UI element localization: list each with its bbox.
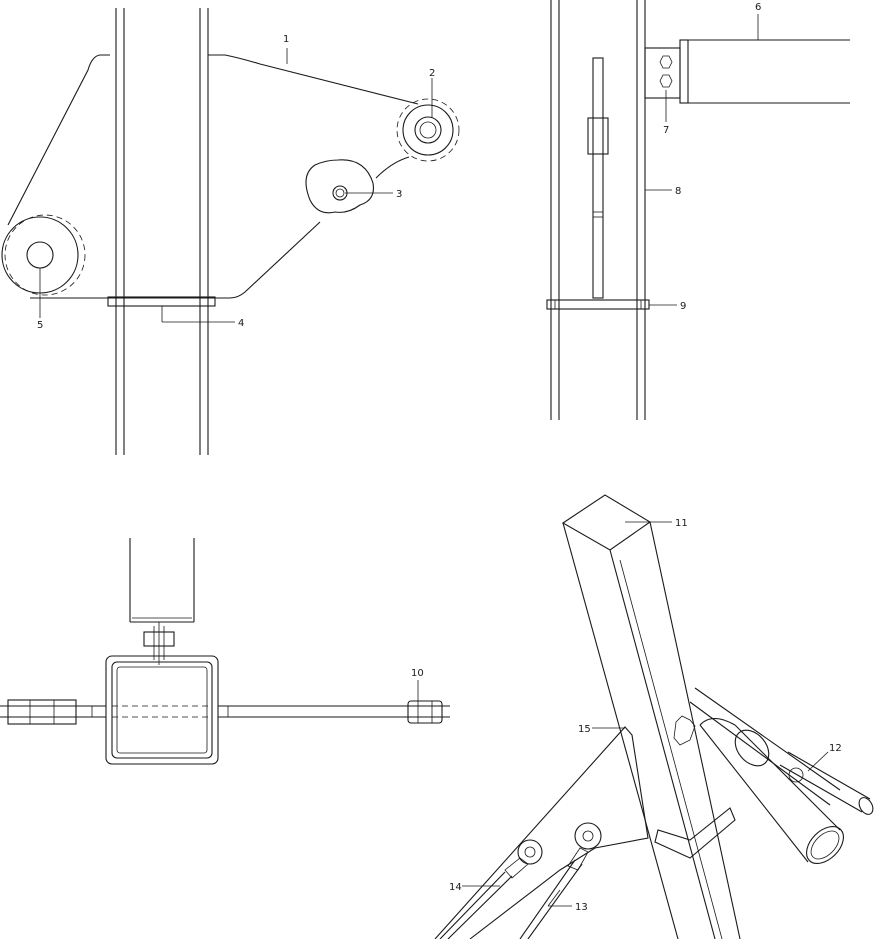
gear-cluster: [673, 715, 696, 746]
cross-bar: [0, 699, 450, 725]
part-label-3: 3: [396, 189, 402, 200]
clamp-band-left: [107, 296, 216, 307]
view-top-right: [546, 0, 850, 420]
part-label-13: 13: [575, 902, 588, 913]
vertical-tube-left: [115, 8, 209, 455]
handle: [779, 751, 874, 815]
part-label-11: 11: [675, 518, 688, 529]
part-label-6: 6: [755, 2, 761, 13]
pivot-ring: [396, 98, 460, 162]
bolt-connection: [143, 622, 175, 665]
lower-wheel: [1, 214, 86, 296]
leader-lines: [39, 14, 829, 907]
horizontal-tube: [644, 39, 850, 104]
round-tube: [699, 717, 844, 864]
part-label-7: 7: [663, 125, 669, 136]
side-plate: [587, 57, 609, 299]
clamp-band-right: [546, 299, 650, 310]
main-square-tube: [561, 494, 741, 939]
lever-arm: [689, 687, 841, 806]
vertical-tube-right: [550, 0, 646, 420]
square-tube-section: [105, 655, 219, 765]
view-bottom-left: [0, 538, 450, 765]
part-label-8: 8: [675, 186, 681, 197]
part-labels: 1 2 3 4 5 6 7 8 9 10 11 12 13 14 15: [37, 2, 842, 913]
part-label-4: 4: [238, 318, 244, 329]
part-label-10: 10: [411, 668, 424, 679]
upper-tube-stub: [129, 538, 195, 623]
part-label-14: 14: [449, 882, 462, 893]
part-label-15: 15: [578, 724, 591, 735]
part-label-2: 2: [429, 68, 435, 79]
linkage-13: [519, 822, 602, 939]
part-label-9: 9: [680, 301, 686, 312]
bracket-plate: [7, 54, 419, 299]
linkage-14: [439, 839, 543, 939]
view-top-left: [1, 8, 460, 455]
view-bottom-right: [434, 494, 874, 939]
part-label-1: 1: [283, 34, 289, 45]
hatched-cam: [305, 159, 375, 214]
tube-collar: [654, 807, 736, 859]
angled-plate: [434, 726, 649, 939]
part-label-12: 12: [829, 743, 842, 754]
part-label-5: 5: [37, 320, 43, 331]
